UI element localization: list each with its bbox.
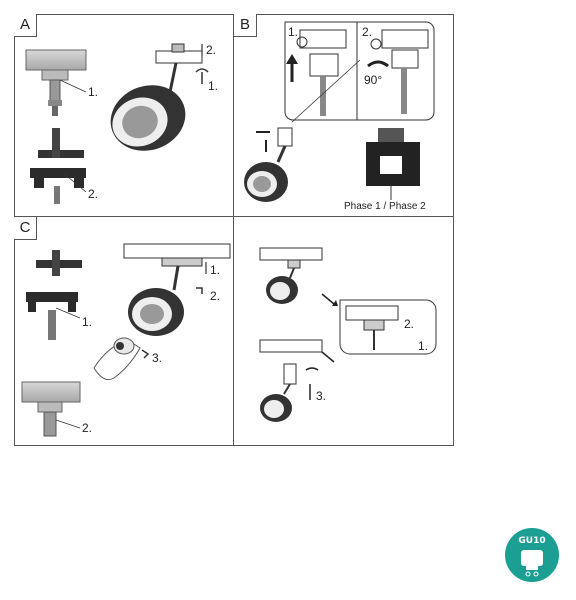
gu10-badge-text: GU10 <box>518 536 546 546</box>
panel-d-detail-box <box>321 293 437 355</box>
panel-c-spot-step-2: 2. <box>210 289 221 303</box>
panel-d-step-1: 1. <box>418 339 429 353</box>
gu10-bulb-icon <box>505 528 559 582</box>
panel-b-spotlight <box>244 59 361 202</box>
gu10-badge: GU10 <box>505 528 559 582</box>
panel-c-spot-step-1: 1. <box>210 263 221 277</box>
panel-b-angle: 90° <box>364 73 383 87</box>
panel-a-adapter-top <box>25 49 87 116</box>
panel-a-step-2: 2. <box>88 187 99 201</box>
panel-b-letter: B <box>234 14 257 37</box>
panel-b-phase-label: Phase 1 / Phase 2 <box>344 201 426 212</box>
panel-a-letter: A <box>14 14 37 37</box>
panel-d-track-top <box>259 247 323 304</box>
panel-b-step-2: 2. <box>362 25 373 39</box>
panel-c-step-2: 2. <box>82 421 93 435</box>
panel-c-step-3: 3. <box>152 351 163 365</box>
panel-c-adapter-top <box>26 250 82 340</box>
grid-divider-horizontal <box>14 216 454 217</box>
panel-b-step-1: 1. <box>288 25 299 39</box>
panel-c-step-1: 1. <box>82 315 93 329</box>
panel-c-adapter-bottom <box>21 381 81 437</box>
panel-c-letter: C <box>14 217 37 240</box>
panel-c-bulb-hand <box>93 337 150 381</box>
panel-d-step-2: 2. <box>404 317 415 331</box>
panel-a-adapter-bottom <box>30 128 87 204</box>
panel-d-step-3: 3. <box>316 389 327 403</box>
panel-a-spotlight <box>110 43 209 151</box>
panel-a-step-1: 1. <box>88 85 99 99</box>
panel-c-spotlight <box>123 243 231 336</box>
panel-b-adapter-photo <box>366 128 420 200</box>
panel-a-spot-step-1: 1. <box>208 79 219 93</box>
grid-divider-vertical <box>233 14 234 446</box>
panel-a-spot-step-2: 2. <box>206 43 217 57</box>
panel-b-detail-box <box>284 21 435 121</box>
panel-d-track-bottom <box>259 339 335 422</box>
